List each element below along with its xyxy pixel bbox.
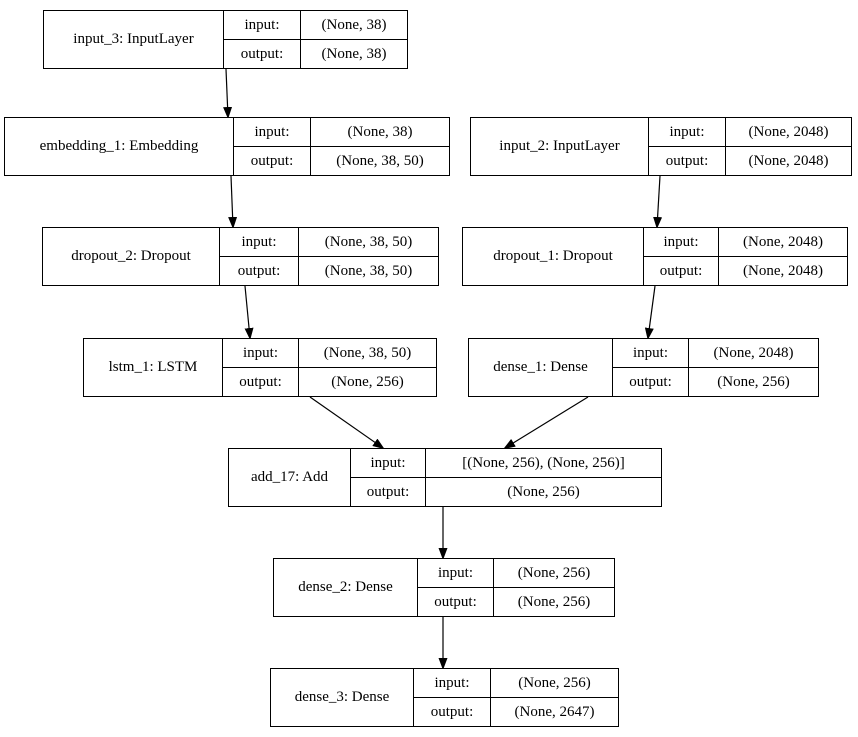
output-label-dense_2: output: [418,588,494,616]
input-label-dense_1: input: [613,339,689,367]
output-shape-dense_2: (None, 256) [517,593,591,610]
io-table-input_2: input: (None, 2048) output: (None, 2048) [649,118,851,175]
layer-name-lstm_1: lstm_1: LSTM [84,339,223,396]
io-table-add_17: input: [(None, 256), (None, 256)] output: (… [351,449,661,506]
output-shape-add_17: (None, 256) [507,483,580,500]
output-shape-embedding_1: (None, 38, 50) [336,152,424,169]
input-label-dropout_1: input: [644,228,719,256]
output-row-lstm_1: output: (None, 256) [223,368,436,396]
input-label-add_17: input: [351,449,426,477]
output-row-dropout_2: output: (None, 38, 50) [220,257,438,285]
input-row-dense_3: input: (None, 256) [414,669,618,698]
input-label-input_3: input: [224,11,301,39]
input-shape-embedding_1: (None, 38) [347,123,413,140]
input-shape-dense_2: (None, 256) [517,564,591,581]
output-label-add_17: output: [351,478,426,506]
layer-name-dense_3: dense_3: Dense [271,669,414,726]
output-label-input_3: output: [224,40,301,68]
layer-name-dense_1: dense_1: Dense [469,339,613,396]
layer-name-input_2: input_2: InputLayer [471,118,649,175]
input-row-dropout_2: input: (None, 38, 50) [220,228,438,257]
io-table-dense_2: input: (None, 256) output: (None, 256) [418,559,614,616]
input-shape-input_3: (None, 38) [321,16,387,33]
input-shape-dropout_2: (None, 38, 50) [324,233,413,250]
edge-dense_1-to-add_17 [503,396,589,450]
output-shape-dropout_2: (None, 38, 50) [324,262,413,279]
output-label-embedding_1: output: [234,147,311,175]
input-label-dense_2: input: [418,559,494,587]
output-label-dense_3: output: [414,698,491,726]
layer-name-add_17: add_17: Add [229,449,351,506]
output-row-input_3: output: (None, 38) [224,40,407,68]
output-row-dense_2: output: (None, 256) [418,588,614,616]
output-label-lstm_1: output: [223,368,299,396]
layer-name-dense_2: dense_2: Dense [274,559,418,616]
input-row-add_17: input: [(None, 256), (None, 256)] [351,449,661,478]
input-shape-add_17: [(None, 256), (None, 256)] [462,454,625,471]
output-row-dense_3: output: (None, 2647) [414,698,618,726]
io-table-dense_1: input: (None, 2048) output: (None, 256) [613,339,818,396]
input-shape-lstm_1: (None, 38, 50) [323,344,412,361]
output-row-dense_1: output: (None, 256) [613,368,818,396]
output-row-input_2: output: (None, 2048) [649,147,851,175]
output-shape-dense_1: (None, 256) [717,373,790,390]
output-shape-lstm_1: (None, 256) [331,373,404,390]
output-label-dropout_2: output: [220,257,299,285]
output-shape-dense_3: (None, 2647) [514,703,595,720]
output-row-dropout_1: output: (None, 2048) [644,257,847,285]
edge-embedding_1-to-dropout_2 [228,175,238,229]
edge-dropout_1-to-dense_1 [644,285,656,340]
io-table-dense_3: input: (None, 256) output: (None, 2647) [414,669,618,726]
input-row-input_2: input: (None, 2048) [649,118,851,147]
layer-name-dropout_2: dropout_2: Dropout [43,228,220,285]
input-label-input_2: input: [649,118,726,146]
io-table-lstm_1: input: (None, 38, 50) output: (None, 256) [223,339,436,396]
layer-name-dropout_1: dropout_1: Dropout [463,228,644,285]
input-row-lstm_1: input: (None, 38, 50) [223,339,436,368]
edge-input_3-to-embedding_1 [223,68,233,119]
input-shape-dense_3: (None, 256) [518,674,591,691]
input-label-dropout_2: input: [220,228,299,256]
input-row-dropout_1: input: (None, 2048) [644,228,847,257]
edge-input_2-to-dropout_1 [653,175,663,229]
output-shape-input_2: (None, 2048) [748,152,829,169]
output-label-dense_1: output: [613,368,689,396]
input-shape-dense_1: (None, 2048) [713,344,794,361]
input-label-dense_3: input: [414,669,491,697]
edge-lstm_1-to-add_17 [309,396,385,450]
output-label-dropout_1: output: [644,257,719,285]
input-shape-input_2: (None, 2048) [748,123,829,140]
input-label-embedding_1: input: [234,118,311,146]
layer-name-input_3: input_3: InputLayer [44,11,224,68]
output-shape-dropout_1: (None, 2048) [743,262,823,279]
io-table-dropout_2: input: (None, 38, 50) output: (None, 38, 50… [220,228,438,285]
input-shape-dropout_1: (None, 2048) [743,233,823,250]
input-label-lstm_1: input: [223,339,299,367]
input-row-dense_1: input: (None, 2048) [613,339,818,368]
io-table-embedding_1: input: (None, 38) output: (None, 38, 50) [234,118,449,175]
output-label-input_2: output: [649,147,726,175]
io-table-dropout_1: input: (None, 2048) output: (None, 2048) [644,228,847,285]
input-row-dense_2: input: (None, 256) [418,559,614,588]
input-row-input_3: input: (None, 38) [224,11,407,40]
layer-name-embedding_1: embedding_1: Embedding [5,118,234,175]
io-table-input_3: input: (None, 38) output: (None, 38) [224,11,407,68]
output-row-add_17: output: (None, 256) [351,478,661,506]
input-row-embedding_1: input: (None, 38) [234,118,449,147]
output-shape-input_3: (None, 38) [321,45,387,62]
edge-dropout_2-to-lstm_1 [244,285,254,340]
output-row-embedding_1: output: (None, 38, 50) [234,147,449,175]
